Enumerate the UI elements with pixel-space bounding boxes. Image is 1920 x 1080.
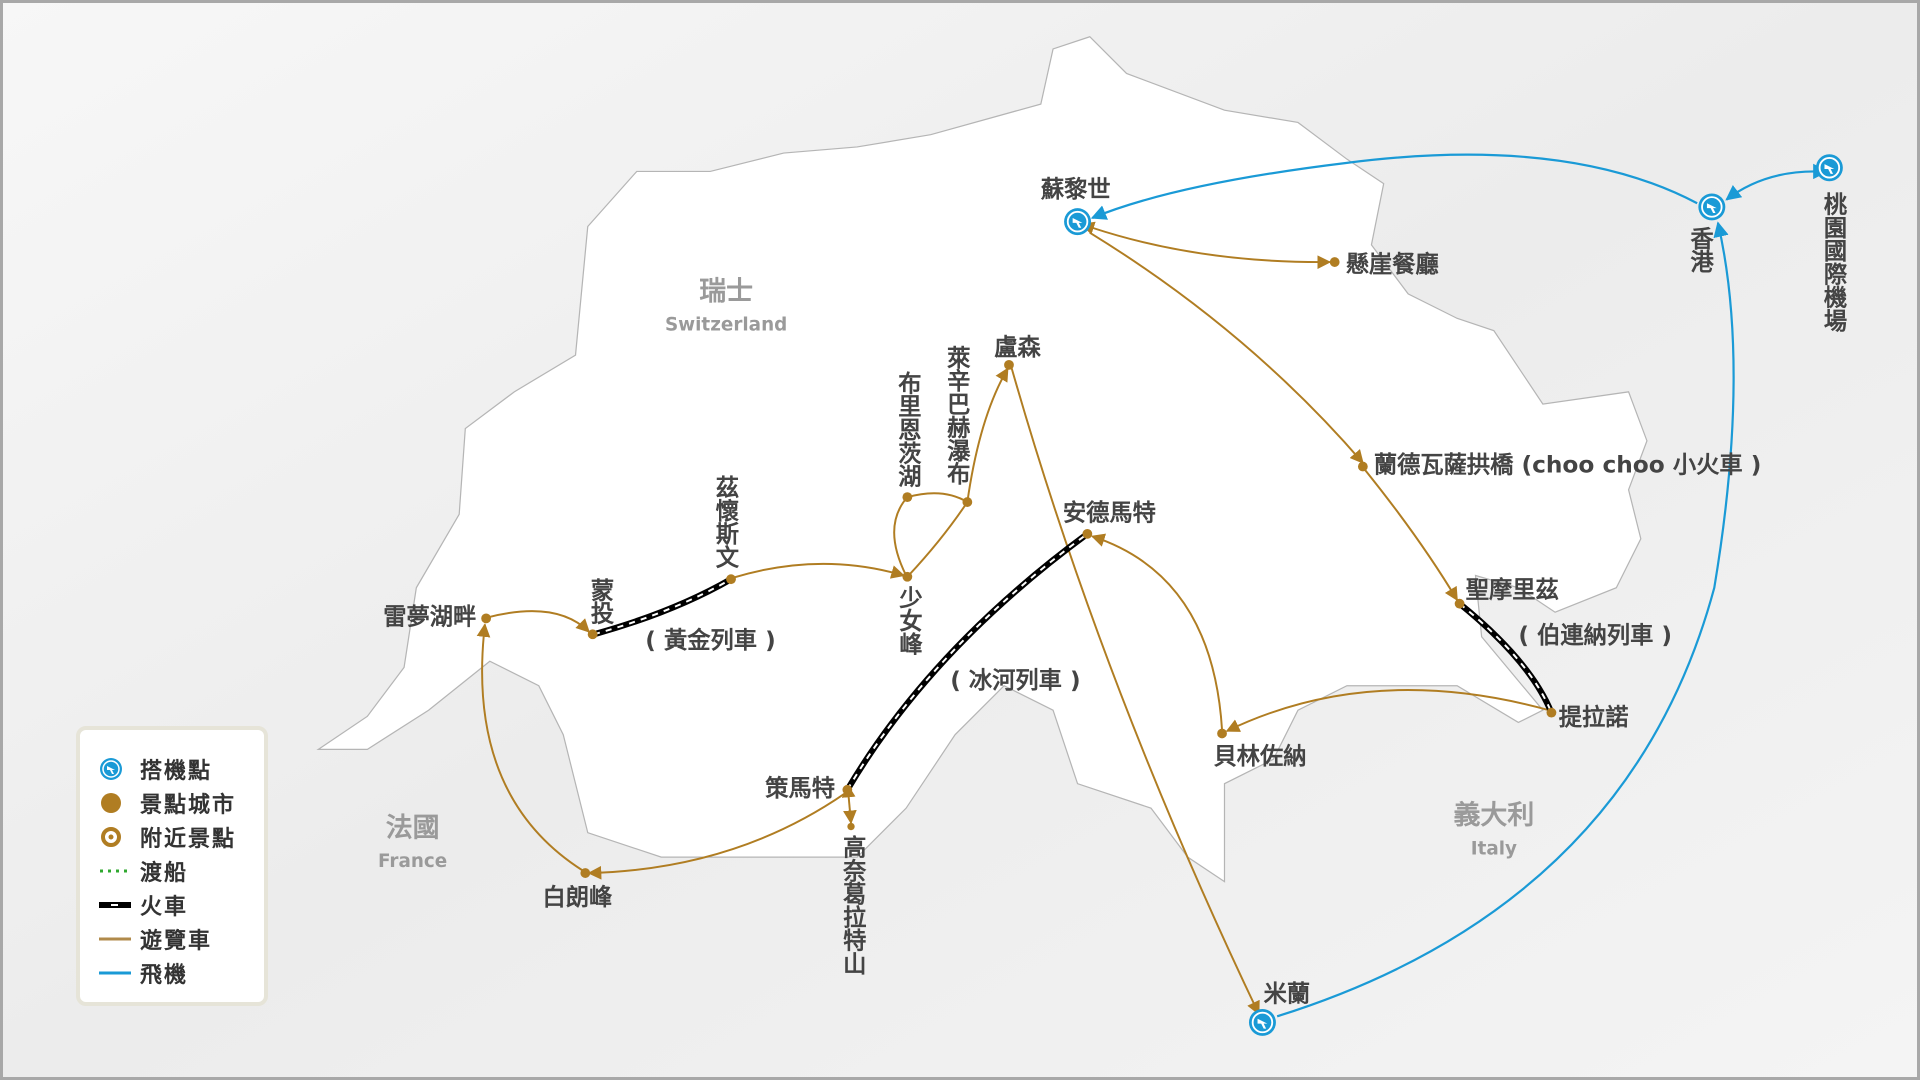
airport-icon-zurich[interactable] — [1063, 207, 1092, 237]
label-reichenbach: 萊辛巴赫瀑布 — [943, 345, 971, 485]
train-golden-pass — [593, 576, 733, 638]
label-zermatt: 策馬特 — [765, 775, 835, 802]
airport-icon-taoyuan[interactable] — [1814, 153, 1844, 183]
bus-lakegeneva-montreux — [488, 610, 590, 633]
label-andermatt: 安德馬特 — [1063, 499, 1156, 526]
tour-bus-line-icon — [98, 934, 140, 944]
dot-tirano[interactable] — [1546, 707, 1557, 718]
country-france: 法國 — [386, 812, 440, 843]
dot-cliff-restaurant[interactable] — [1329, 257, 1340, 267]
label-mont-blanc: 白朗峰 — [542, 884, 613, 911]
label-lucerne: 盧森 — [994, 334, 1041, 361]
country-italy: 義大利 — [1453, 799, 1534, 831]
legend-item-train: 火車 — [98, 888, 264, 922]
label-zweisimmen: 茲懷斯文 — [711, 475, 739, 569]
label-landwasser: 蘭德瓦薩拱橋 (choo choo 小火車 ) — [1374, 452, 1761, 479]
bus-reichenbach-lucerne — [966, 367, 1009, 503]
bus-tirano-bellinzona — [1225, 689, 1550, 732]
dot-montreux[interactable] — [587, 629, 598, 640]
train-glacier-express — [844, 531, 1090, 792]
dot-zermatt[interactable] — [842, 784, 853, 795]
label-bellinzona: 貝林佐納 — [1213, 743, 1306, 770]
dot-lake-brienz[interactable] — [902, 492, 913, 503]
label-cliff-restaurant: 懸崖餐廳 — [1346, 251, 1439, 278]
bus-zurich-landwasser — [1089, 231, 1364, 464]
flight-milan-hongkong — [1276, 221, 1735, 1018]
airport-icon-milan[interactable] — [1248, 1008, 1277, 1037]
train-bernina-express — [1457, 601, 1555, 714]
bus-lucerne-milan — [1010, 367, 1260, 1016]
dot-reichenbach[interactable] — [962, 497, 973, 507]
bus-zermatt-gornergrat — [841, 783, 857, 825]
legend-item-flight: 飛機 — [98, 956, 264, 990]
dot-zweisimmen[interactable] — [726, 574, 736, 585]
flight-line-icon — [98, 968, 140, 978]
label-gornergrat: 高奈葛拉特山 — [839, 835, 868, 975]
legend-item-airport: 搭機點 — [98, 752, 264, 786]
airport-icon — [98, 756, 140, 782]
dot-gornergrat[interactable] — [847, 822, 855, 831]
bus-zermatt-montblanc — [587, 792, 846, 880]
dot-lucerne[interactable] — [1004, 360, 1014, 370]
country-switzerland-en: Switzerland — [665, 315, 787, 336]
label-golden-pass: ( 黃金列車 ) — [645, 627, 775, 654]
bus-zurich-cliff — [1080, 221, 1332, 270]
label-glacier-express: ( 冰河列車 ) — [950, 667, 1080, 694]
country-switzerland: 瑞士 — [699, 276, 753, 307]
bus-jungfrau-brienz — [893, 496, 909, 576]
label-taoyuan: 桃園國際機場 — [1820, 192, 1848, 333]
legend-item-nearby: 附近景點 — [98, 820, 264, 854]
city-dot-icon — [98, 790, 140, 816]
country-france-en: France — [378, 851, 447, 872]
country-italy-en: Italy — [1471, 839, 1517, 860]
bus-montblanc-lakegeneva — [476, 623, 584, 872]
dot-andermatt[interactable] — [1082, 528, 1093, 539]
label-milan: 米蘭 — [1264, 981, 1311, 1008]
nearby-ring-icon — [98, 824, 140, 850]
legend-item-city: 景點城市 — [98, 786, 264, 820]
flight-taoyuan-hongkong — [1725, 163, 1829, 201]
dot-bellinzona[interactable] — [1217, 728, 1227, 739]
legend-item-tour-bus: 遊覽車 — [98, 922, 264, 956]
bus-zweisimmen-jungfrau — [731, 562, 905, 579]
label-montreux: 蒙投 — [587, 578, 615, 626]
bus-bellinzona-andermatt — [1090, 533, 1224, 730]
label-bernina-express: ( 伯連納列車 ) — [1518, 622, 1672, 649]
label-lake-geneva: 雷夢湖畔 — [383, 603, 476, 630]
bus-landwasser-stmoritz — [1364, 469, 1458, 602]
dot-lake-geneva[interactable] — [481, 613, 492, 624]
legend: 搭機點 景點城市 附近景點 渡船 火車 遊覽車 飛機 — [76, 726, 268, 1006]
flight-hongkong-zurich — [1090, 153, 1698, 220]
airport-icon-hong-kong[interactable] — [1697, 192, 1727, 222]
label-tirano: 提拉諾 — [1559, 704, 1629, 731]
dot-landwasser[interactable] — [1357, 461, 1368, 472]
dot-st-moritz[interactable] — [1454, 598, 1465, 609]
label-jungfrau: 少女峰 — [895, 585, 923, 655]
train-line-icon — [98, 900, 140, 910]
ferry-line-icon — [98, 866, 140, 876]
dot-mont-blanc[interactable] — [580, 868, 591, 878]
country-labels: 瑞士 Switzerland 法國 France 義大利 Italy — [378, 276, 1534, 872]
label-zurich: 蘇黎世 — [1040, 176, 1111, 203]
label-st-moritz: 聖摩里茲 — [1466, 577, 1559, 604]
label-hong-kong: 香港 — [1686, 227, 1714, 274]
dot-jungfrau[interactable] — [902, 571, 913, 582]
bus-reichenbach-jungfrau — [907, 501, 969, 577]
legend-item-ferry: 渡船 — [98, 854, 264, 888]
label-lake-brienz: 布里恩茨湖 — [894, 370, 922, 488]
